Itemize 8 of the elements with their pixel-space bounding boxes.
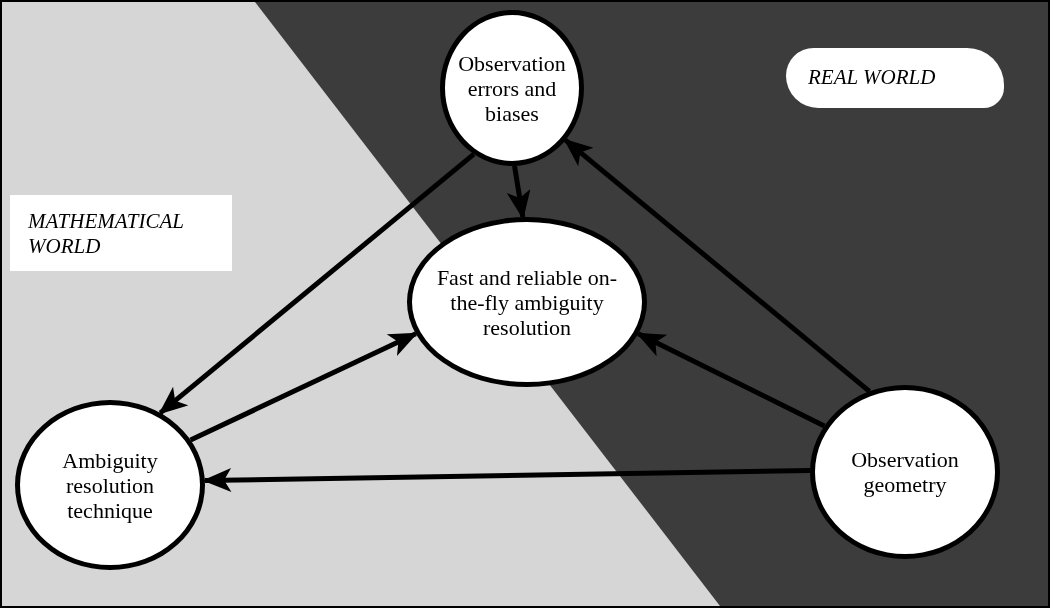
node-label: Fast and reliable on-the-fly ambiguity resolution: [436, 264, 618, 340]
node-label: Observation errors and biases: [457, 50, 567, 126]
region-label: MATHEMATICAL WORLD: [10, 195, 232, 271]
region-label: REAL WORLD: [786, 48, 1004, 108]
arrow: [158, 152, 476, 415]
node-label: Ambiguity resolution technique: [61, 447, 159, 523]
arrow: [563, 138, 871, 394]
node-label: Observation geometry: [850, 447, 960, 497]
